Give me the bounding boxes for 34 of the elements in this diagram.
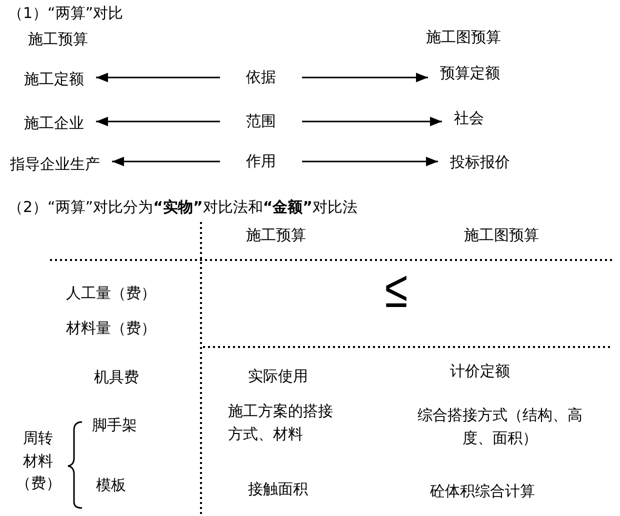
column-heading: 施工预算 — [28, 29, 88, 50]
table-cell-text: 综合搭接方式（结构、高度、面积） — [416, 405, 584, 448]
comparison-symbol: ≤ — [384, 264, 408, 316]
table-cell-text: 施工方案的搭接方式、材料 — [228, 401, 334, 444]
arrow — [96, 116, 220, 126]
term-text: 施工定额 — [22, 70, 86, 89]
column-heading: 施工图预算 — [464, 225, 539, 246]
term-text: 预算定额 — [438, 64, 502, 83]
table-cell-text: 计价定额 — [450, 361, 510, 382]
row-label: 材料量（费） — [66, 318, 156, 339]
arrow — [302, 116, 442, 126]
row-label: 脚手架 — [92, 415, 137, 436]
row-label: 人工量（费） — [66, 283, 156, 304]
row-label: 机具费 — [94, 367, 139, 388]
section-heading: （1）“两算”对比 — [8, 3, 124, 24]
table-cell-text: 接触面积 — [248, 479, 308, 500]
term-text: 作用 — [244, 152, 278, 171]
column-heading: 施工图预算 — [426, 27, 501, 48]
group-label: 周转材料（费） — [16, 428, 60, 494]
term-text: 依据 — [244, 68, 278, 87]
arrow — [302, 72, 428, 82]
arrow — [96, 72, 220, 82]
column-heading: 施工预算 — [246, 225, 306, 246]
term-text: 施工企业 — [22, 114, 86, 133]
arrow — [112, 156, 220, 166]
table-cell-text: 砼体积综合计算 — [430, 481, 535, 502]
section-heading: （2）“两算”对比分为“实物”对比法和“金额”对比法 — [8, 197, 358, 218]
table-cell-text: 实际使用 — [248, 366, 308, 387]
term-text: 指导企业生产 — [8, 155, 102, 174]
term-text: 投标报价 — [448, 153, 512, 172]
term-text: 范围 — [244, 112, 278, 131]
row-label: 模板 — [96, 475, 126, 496]
term-text: 社会 — [452, 109, 486, 128]
arrow — [302, 156, 438, 166]
